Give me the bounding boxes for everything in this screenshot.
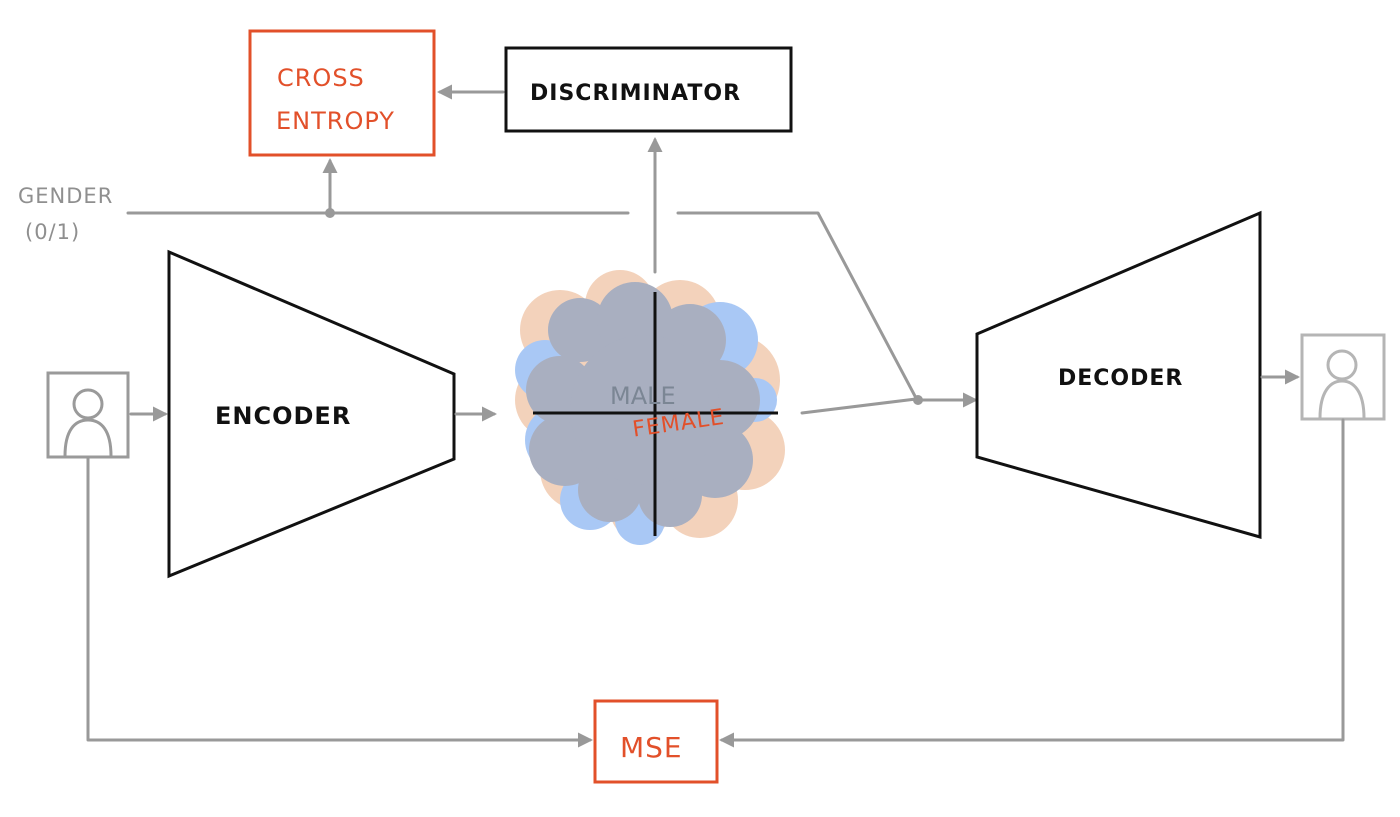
decoder-block: DECODER bbox=[975, 210, 1262, 539]
gender-label-line1: GENDER bbox=[18, 184, 113, 208]
mse-block: MSE bbox=[593, 699, 719, 784]
gender-input-label: GENDER (0/1) bbox=[18, 184, 113, 244]
discriminator-label: DISCRIMINATOR bbox=[530, 81, 741, 106]
cross-entropy-block: CROSS ENTROPY bbox=[248, 29, 436, 157]
discriminator-block: DISCRIMINATOR bbox=[504, 46, 793, 133]
cross-entropy-label-line2: ENTROPY bbox=[276, 107, 395, 135]
overlap-cloud bbox=[526, 282, 760, 527]
person-icon bbox=[1318, 349, 1366, 419]
person-icon bbox=[63, 388, 113, 457]
encoder-label: ENCODER bbox=[215, 402, 351, 430]
gender-to-decoder-line bbox=[676, 211, 918, 400]
male-label: MALE bbox=[610, 382, 676, 410]
output-to-mse-line bbox=[719, 418, 1345, 748]
latent-space: MALE FEMALE bbox=[515, 270, 785, 545]
input-to-mse-line bbox=[86, 456, 593, 748]
output-image bbox=[1300, 333, 1386, 421]
decoder-label: DECODER bbox=[1058, 366, 1183, 391]
encoder-block: ENCODER bbox=[167, 249, 456, 579]
latent-to-decoder-line bbox=[800, 397, 918, 415]
input-image bbox=[46, 371, 130, 459]
cross-entropy-label-line1: CROSS bbox=[277, 64, 365, 92]
mse-label: MSE bbox=[620, 731, 683, 764]
gender-label-line2: (0/1) bbox=[25, 220, 80, 244]
